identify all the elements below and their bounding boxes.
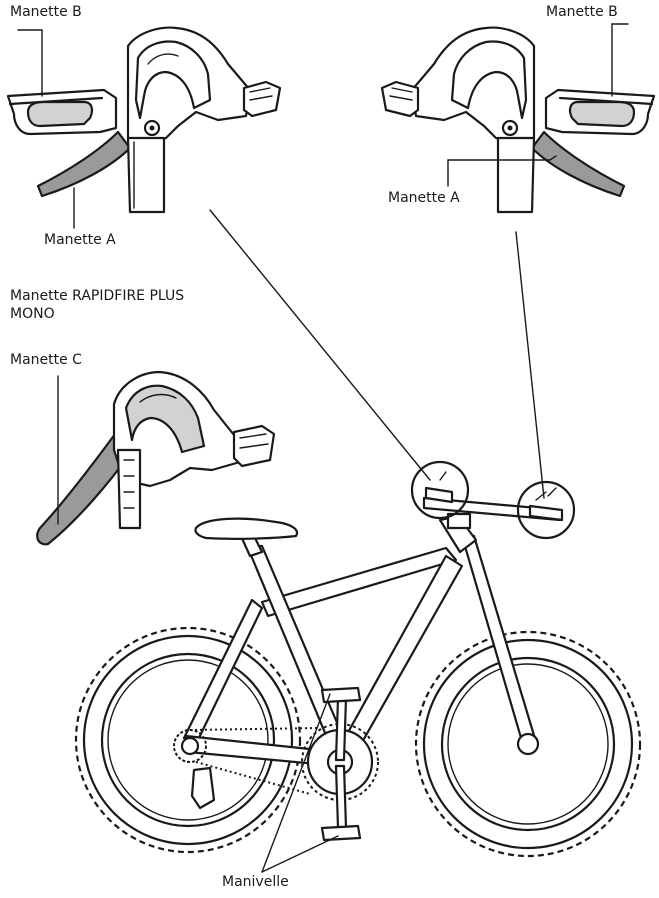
bicycle-illustration — [76, 462, 640, 856]
crank-arm-upper — [336, 698, 346, 760]
label-lever-c: Manette C — [10, 352, 82, 369]
left-lever-b-grip — [28, 102, 92, 126]
left-release-button — [244, 82, 280, 116]
right-release-button — [382, 82, 418, 116]
right-clamp-body — [498, 138, 534, 212]
label-crank: Manivelle — [222, 874, 289, 891]
mono-clamp-body — [118, 450, 140, 528]
label-rapidfire-line1: Manette RAPIDFIRE PLUS — [10, 288, 184, 305]
right-shifter-illustration — [382, 28, 654, 212]
saddle — [195, 519, 297, 539]
label-lever-b-right: Manette B — [546, 4, 618, 21]
rear-derailleur — [192, 768, 214, 808]
crank-arm-lower — [336, 766, 346, 828]
label-lever-a-left: Manette A — [44, 232, 116, 249]
right-callout-line — [516, 232, 544, 498]
label-lever-a-right: Manette A — [388, 190, 460, 207]
left-shifter-illustration — [8, 28, 280, 228]
label-lever-b-left: Manette B — [10, 4, 82, 21]
left-lever-a-blade — [38, 132, 130, 196]
frame-seat-stay — [184, 600, 262, 744]
pedal-lower — [322, 826, 360, 840]
label-rapidfire-line2: MONO — [10, 306, 55, 323]
right-lever-a-blade — [532, 132, 624, 196]
front-fork — [462, 536, 536, 748]
